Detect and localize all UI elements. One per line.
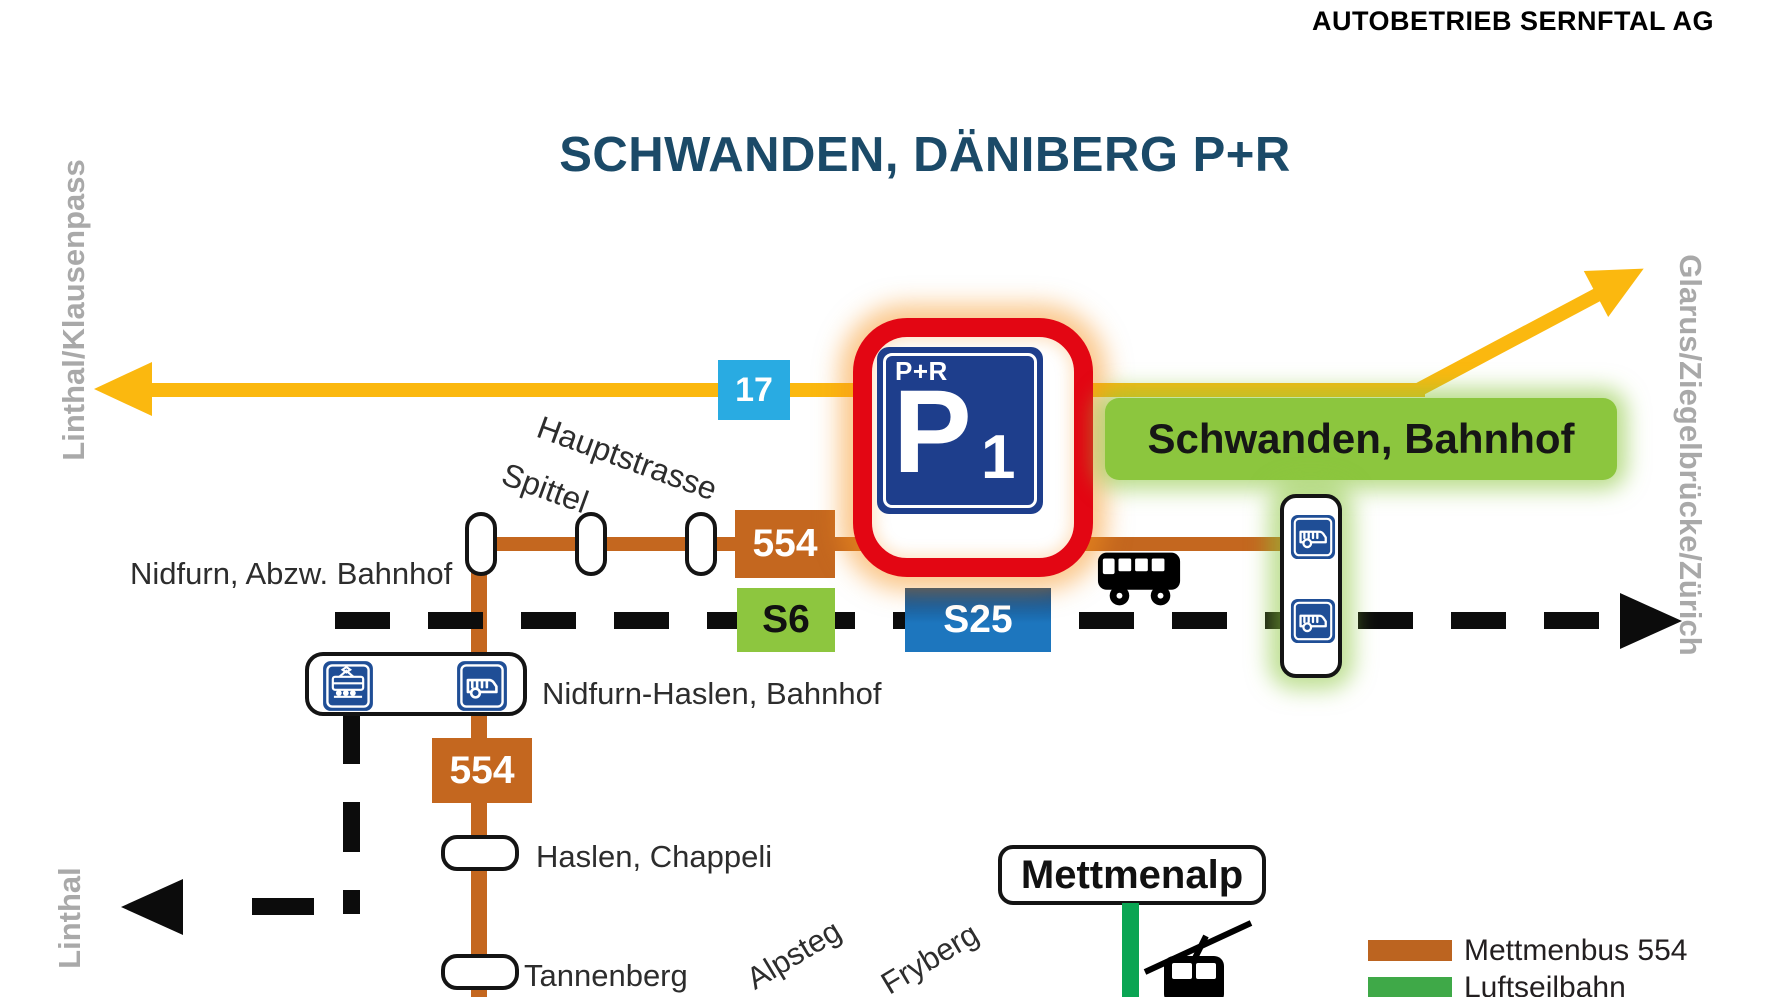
stop-label-nidfurn-haslen: Nidfurn-Haslen, Bahnhof [542, 676, 882, 711]
direction-label-glarus: Glarus/Ziegelbrücke/Zürich [1673, 254, 1708, 656]
stop-marker-tannenberg [441, 954, 519, 990]
mettmenalp-sign: Mettmenalp [998, 845, 1266, 905]
s25-badge: S25 [905, 588, 1051, 652]
legend-swatch-mettmenbus [1368, 940, 1452, 961]
arrow-left-yellow-icon [94, 362, 152, 416]
bus554-badge: 554 [735, 510, 835, 578]
stop-label-nidfurn-abzw: Nidfurn, Abzw. Bahnhof [130, 556, 453, 591]
luftseilbahn-line [1122, 903, 1139, 997]
arrow-up-right-yellow-icon [1583, 245, 1656, 317]
cable-car-icon [1142, 906, 1254, 997]
street-label-alpsteg: Alpsteg [740, 912, 848, 997]
stop-marker [465, 512, 497, 576]
direction-label-linthal: Linthal [52, 867, 87, 969]
bus554-badge-vertical: 554 [432, 738, 532, 803]
pr-p1-sign: P+R P 1 [877, 347, 1043, 514]
stop-label-haslen-chappeli: Haslen, Chappeli [536, 839, 773, 874]
pr-sign-inner-border [883, 353, 1037, 508]
sbahn-dashed-segment [252, 898, 314, 915]
page-title: SCHWANDEN, DÄNIBERG P+R [559, 128, 1291, 182]
bus-stop-sign-icon [1290, 514, 1336, 560]
yellow-road-line-diagonal [1414, 287, 1603, 397]
bus-icon [1096, 548, 1184, 612]
s6-badge: S6 [737, 588, 835, 652]
legend-swatch-luftseilbahn [1368, 977, 1452, 997]
bus-stop-sign-icon [1290, 598, 1336, 644]
sbahn-dashed-line-vertical [343, 714, 360, 914]
direction-label-linthal-klausenpass: Linthal/Klausenpass [56, 159, 91, 461]
stop-label-tannenberg: Tannenberg [524, 958, 688, 993]
stop-marker-haslen-chappeli [441, 835, 519, 871]
pr-sign-number: 1 [981, 423, 1016, 492]
train-station-sign-icon [322, 660, 374, 712]
stop-marker [575, 512, 607, 576]
schwanden-bahnhof-highlight: Schwanden, Bahnhof [1105, 398, 1617, 480]
nidfurn-haslen-station-box [305, 652, 527, 716]
arrow-left-dashed-icon [121, 879, 183, 935]
route17-badge: 17 [718, 360, 790, 420]
street-label-fryberg: Fryberg [874, 916, 985, 997]
pr-sign-letter: P [893, 366, 972, 498]
company-name: AUTOBETRIEB SERNFTAL AG [1311, 6, 1714, 36]
pr-sign-header: P+R [895, 356, 948, 386]
bus-stop-sign-icon [456, 660, 508, 712]
stop-marker [685, 512, 717, 576]
legend-label-mettmenbus: Mettmenbus 554 [1464, 934, 1688, 967]
legend-label-luftseilbahn: Luftseilbahn [1464, 971, 1626, 997]
schwanden-bus-stop-pillar [1280, 494, 1342, 678]
arrow-right-dashed-icon [1620, 593, 1682, 649]
